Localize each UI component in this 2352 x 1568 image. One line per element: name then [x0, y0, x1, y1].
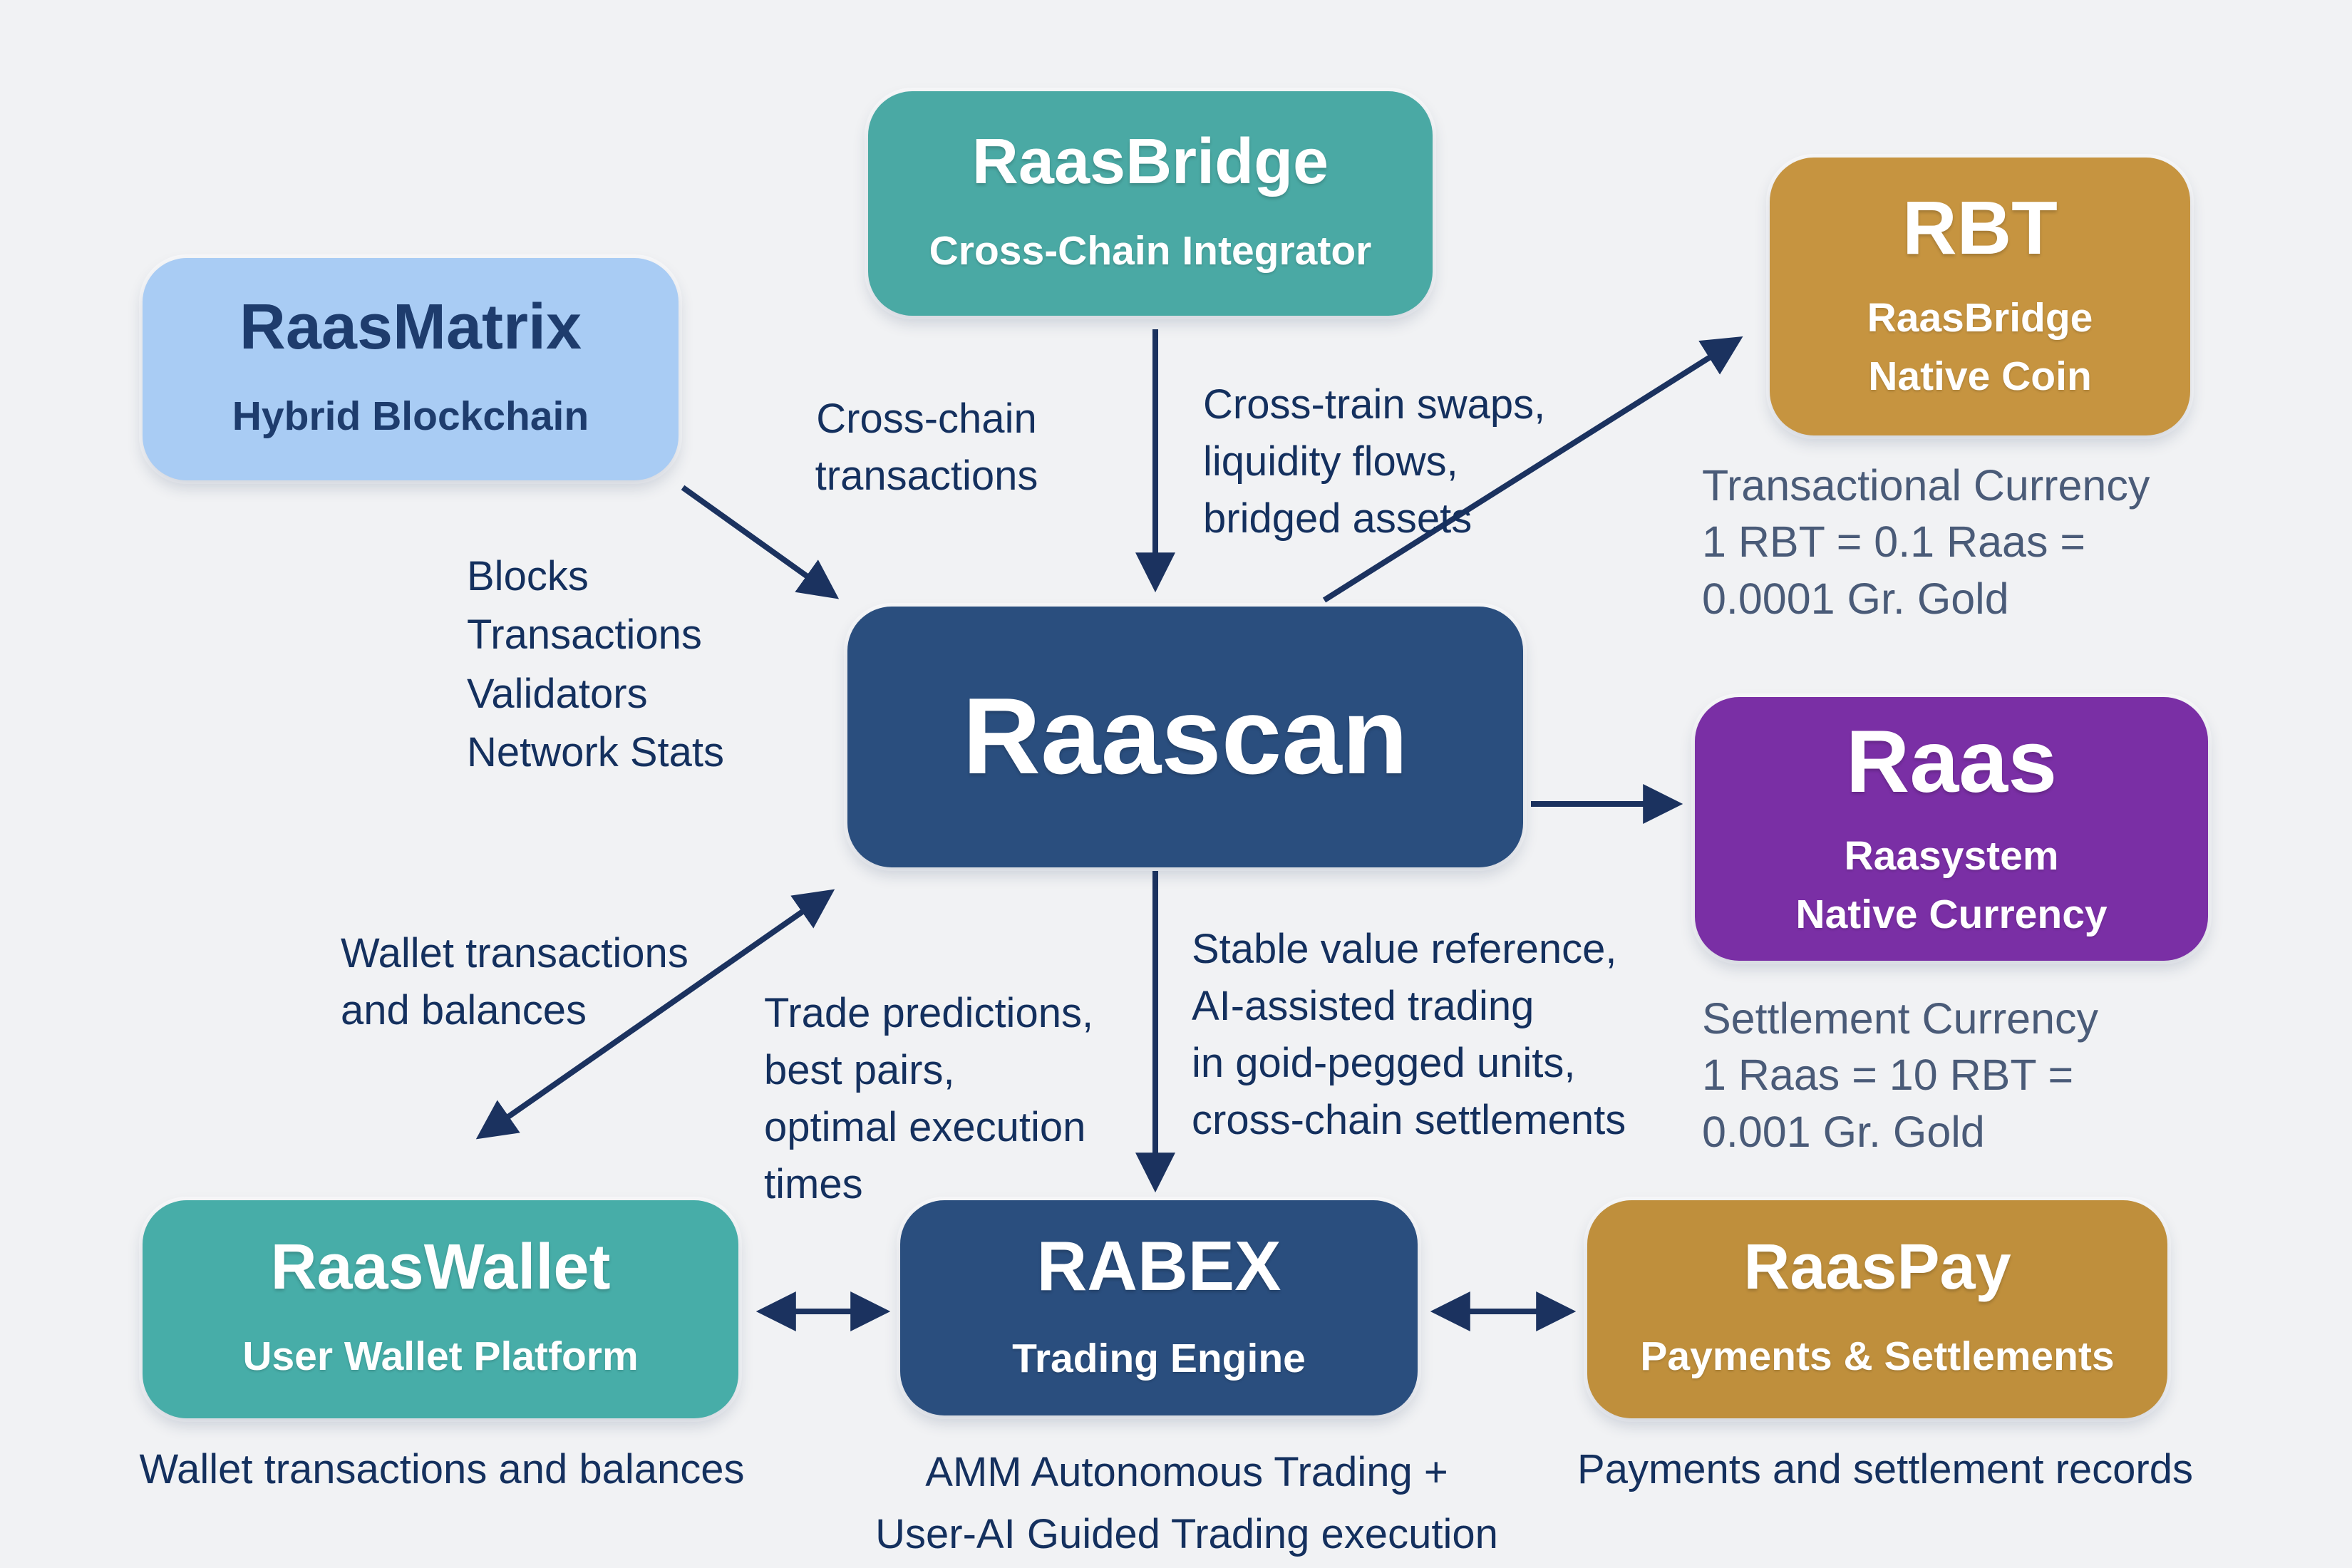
caption-rabex: AMM Autonomous Trading + User-AI Guided …: [802, 1441, 1572, 1565]
node-rabex: RABEX Trading Engine: [900, 1200, 1418, 1415]
node-raas: Raas Raasystem Native Currency: [1695, 697, 2208, 961]
node-raascan: Raascan: [847, 607, 1523, 867]
label-line: transactions: [815, 453, 1038, 500]
raaswallet-subtitle: User Wallet Platform: [242, 1334, 639, 1380]
label-line: bridged assets: [1203, 495, 1472, 542]
caption-line: AMM Autonomous Trading +: [925, 1449, 1448, 1495]
label-line: Transactional Currency: [1702, 461, 2150, 510]
label-line: 1 Raas = 10 RBT =: [1702, 1051, 2074, 1100]
label-line: Transactions: [467, 612, 702, 659]
label-line: Trade predictions,: [764, 990, 1094, 1036]
raas-subtitle: Raasystem Native Currency: [1795, 827, 2107, 944]
raaswallet-title: RaasWallet: [270, 1232, 611, 1304]
label-matrix-feeds: Blocks Transactions Validators Network S…: [467, 547, 724, 782]
raas-title: Raas: [1845, 713, 2058, 812]
label-line: Network Stats: [467, 729, 724, 776]
label-line: Cross-train swaps,: [1203, 381, 1546, 428]
rbt-title: RBT: [1902, 186, 2058, 271]
caption-raaswallet: Wallet transactions and balances: [100, 1441, 784, 1498]
label-cross-train-swaps: Cross-train swaps, liquidity flows, brid…: [1203, 376, 1545, 547]
node-raasbridge: RaasBridge Cross-Chain Integrator: [868, 91, 1433, 316]
label-line: liquidity flows,: [1203, 438, 1458, 485]
label-line: Wallet transactions: [341, 930, 688, 976]
label-cross-chain-transactions: Cross-chain transactions: [770, 391, 1083, 505]
raasbridge-subtitle: Cross-Chain Integrator: [929, 227, 1372, 274]
label-line: Validators: [467, 670, 648, 717]
label-line: 1 RBT = 0.1 Raas =: [1702, 517, 2086, 567]
label-line: Stable value reference,: [1192, 926, 1617, 972]
caption-line: Wallet transactions and balances: [139, 1446, 745, 1492]
label-line: best pairs,: [764, 1047, 955, 1094]
rabex-title: RABEX: [1036, 1226, 1281, 1305]
label-line: Settlement Currency: [1702, 994, 2098, 1043]
node-rbt: RBT RaasBridge Native Coin: [1770, 158, 2190, 435]
raas-subtitle-line1: Raasystem: [1844, 832, 2059, 879]
rbt-subtitle-line1: RaasBridge: [1867, 294, 2093, 341]
node-raasmatrix: RaasMatrix Hybrid Blockchain: [143, 258, 679, 480]
label-line: 0.001 Gr. Gold: [1702, 1107, 1985, 1156]
label-stable-value-reference: Stable value reference, AI-assisted trad…: [1192, 921, 1626, 1149]
label-line: Blocks: [467, 553, 589, 599]
label-wallet-transactions-balances: Wallet transactions and balances: [341, 925, 688, 1039]
label-line: AI-assisted trading: [1192, 983, 1535, 1030]
caption-line: User-AI Guided Trading execution: [875, 1511, 1498, 1557]
raasmatrix-title: RaasMatrix: [239, 292, 582, 363]
label-line: in goid-pegged units,: [1192, 1040, 1576, 1087]
label-raas-settlement-currency: Settlement Currency 1 Raas = 10 RBT = 0.…: [1702, 991, 2098, 1160]
label-trade-predictions: Trade predictions, best pairs, optimal e…: [764, 985, 1093, 1213]
caption-line: Payments and settlement records: [1577, 1446, 2193, 1492]
label-line: 0.0001 Gr. Gold: [1702, 574, 2009, 623]
rbt-subtitle: RaasBridge Native Coin: [1867, 289, 2093, 406]
raas-subtitle-line2: Native Currency: [1795, 892, 2108, 938]
caption-raaspay: Payments and settlement records: [1532, 1441, 2238, 1498]
raasmatrix-subtitle: Hybrid Blockchain: [232, 393, 589, 440]
label-line: times: [764, 1161, 863, 1208]
node-raaswallet: RaasWallet User Wallet Platform: [143, 1200, 738, 1418]
label-line: and balances: [341, 987, 587, 1034]
label-rbt-transactional-currency: Transactional Currency 1 RBT = 0.1 Raas …: [1702, 458, 2150, 627]
raaspay-title: RaasPay: [1743, 1232, 2011, 1304]
raaspay-subtitle: Payments & Settlements: [1640, 1334, 2115, 1380]
rabex-subtitle: Trading Engine: [1012, 1335, 1306, 1381]
label-line: cross-chain settlements: [1192, 1097, 1626, 1144]
node-raaspay: RaasPay Payments & Settlements: [1587, 1200, 2167, 1418]
rbt-subtitle-line2: Native Coin: [1868, 354, 2092, 400]
raascan-title: Raascan: [962, 676, 1408, 798]
raasbridge-title: RaasBridge: [971, 125, 1329, 197]
label-line: optimal execution: [764, 1104, 1086, 1151]
label-line: Cross-chain: [816, 396, 1037, 442]
